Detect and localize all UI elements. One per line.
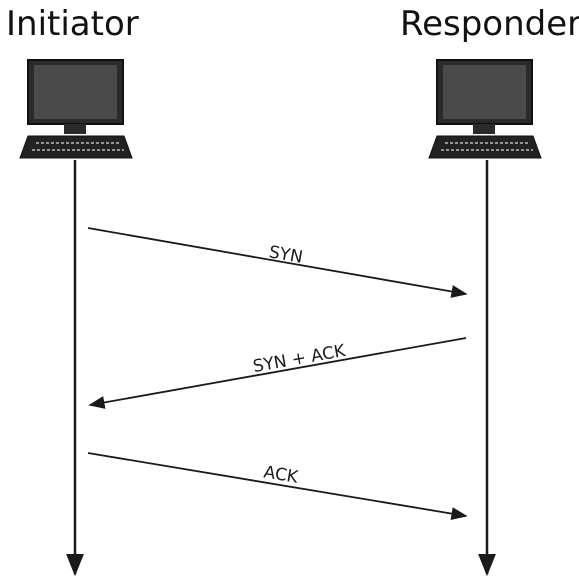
responder-computer-icon [428,59,542,159]
ack-label: ACK [262,462,300,488]
syn-arrow [87,227,468,298]
syn-label: SYN [267,242,304,268]
initiator-computer-icon [19,59,133,159]
responder-label: Responder [400,4,579,44]
ack-arrow [87,452,468,520]
syn-ack-arrow [88,337,467,409]
syn-ack-label: SYN + ACK [251,341,347,377]
initiator-label: Initiator [6,4,139,44]
